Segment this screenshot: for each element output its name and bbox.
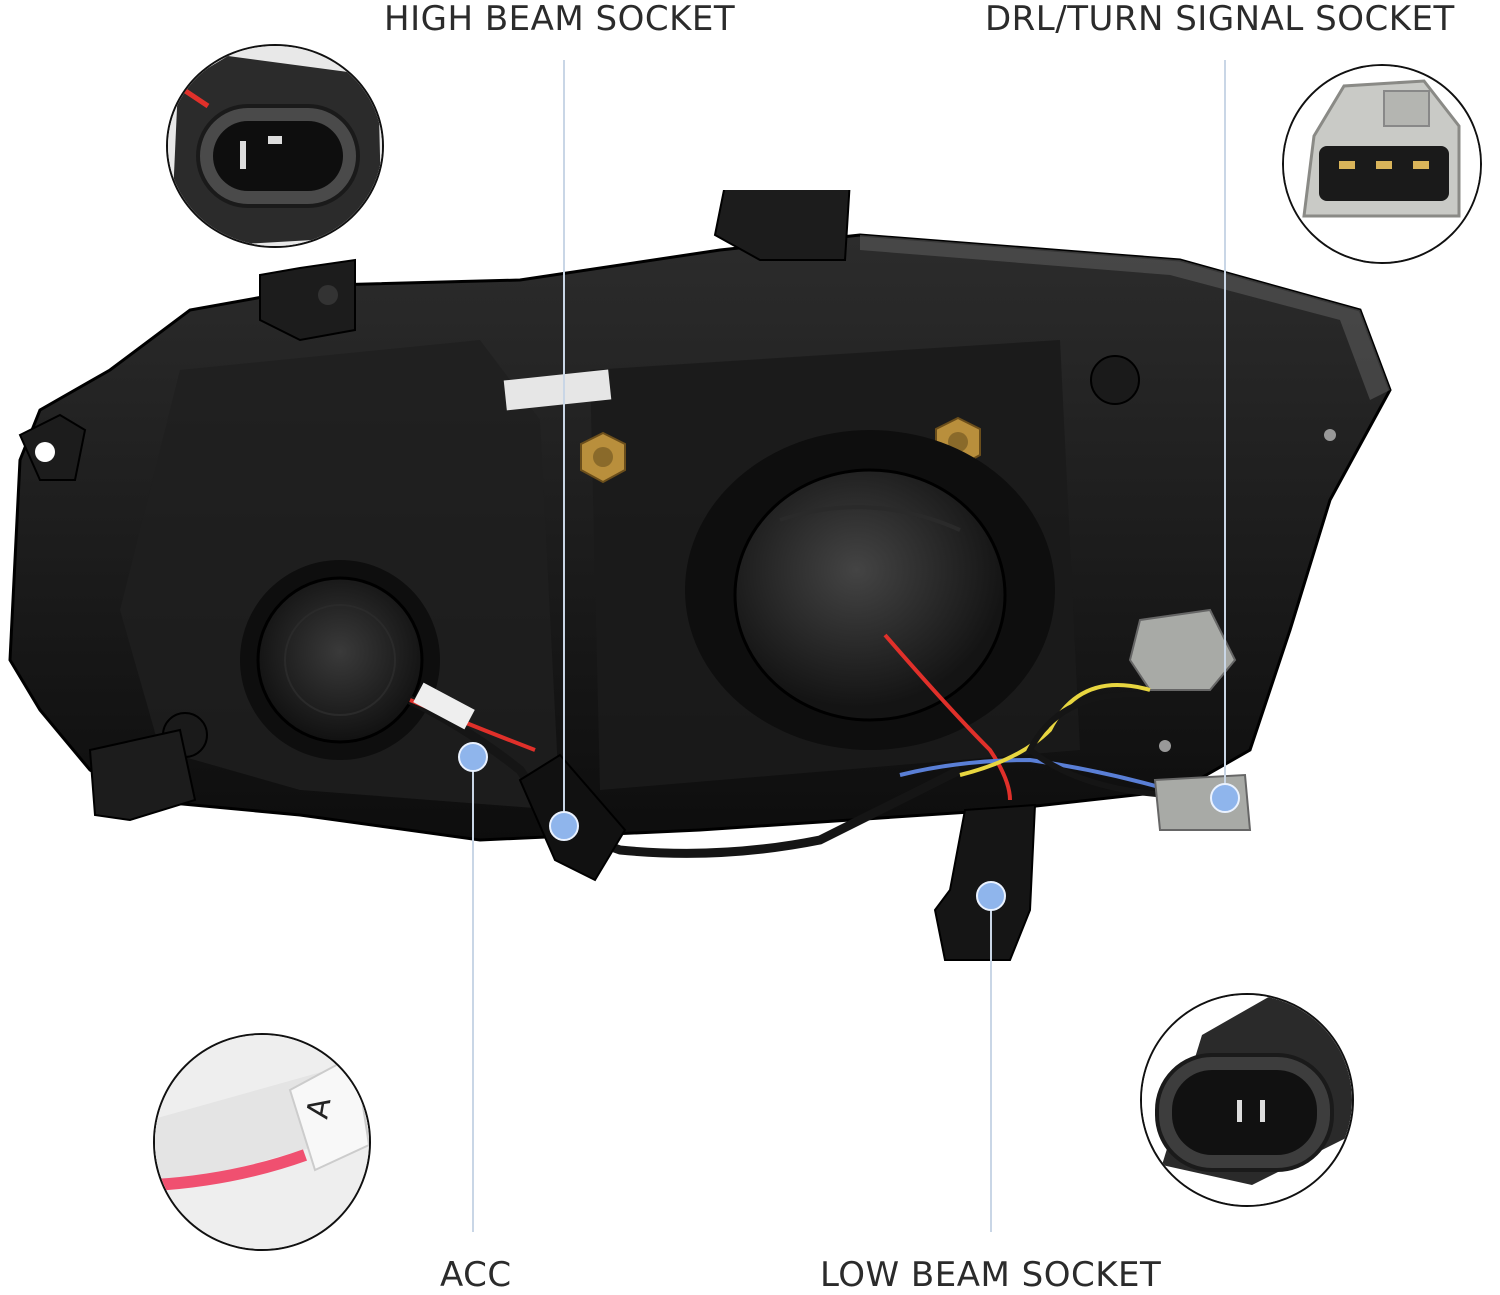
acc-leader-line (472, 762, 474, 1232)
high-beam-callout-dot (549, 811, 579, 841)
high-beam-connector-icon (166, 44, 384, 248)
high-beam-socket-label: HIGH BEAM SOCKET (384, 0, 736, 39)
low-beam-connector-icon (1140, 993, 1354, 1207)
acc-callout-dot (458, 742, 488, 772)
acc-label: ACC (440, 1255, 512, 1295)
headlight-assembly-photo (0, 190, 1500, 970)
high-beam-leader-line (563, 60, 565, 832)
drl-callout-dot (1210, 783, 1240, 813)
drl-turn-signal-socket-label: DRL/TURN SIGNAL SOCKET (985, 0, 1455, 39)
drl-connector-icon (1282, 64, 1482, 264)
acc-wire-icon: A (153, 1033, 371, 1251)
low-beam-socket-label: LOW BEAM SOCKET (820, 1255, 1162, 1295)
low-beam-callout-dot (976, 881, 1006, 911)
drl-leader-line (1224, 60, 1226, 802)
low-beam-leader-line (990, 898, 992, 1232)
